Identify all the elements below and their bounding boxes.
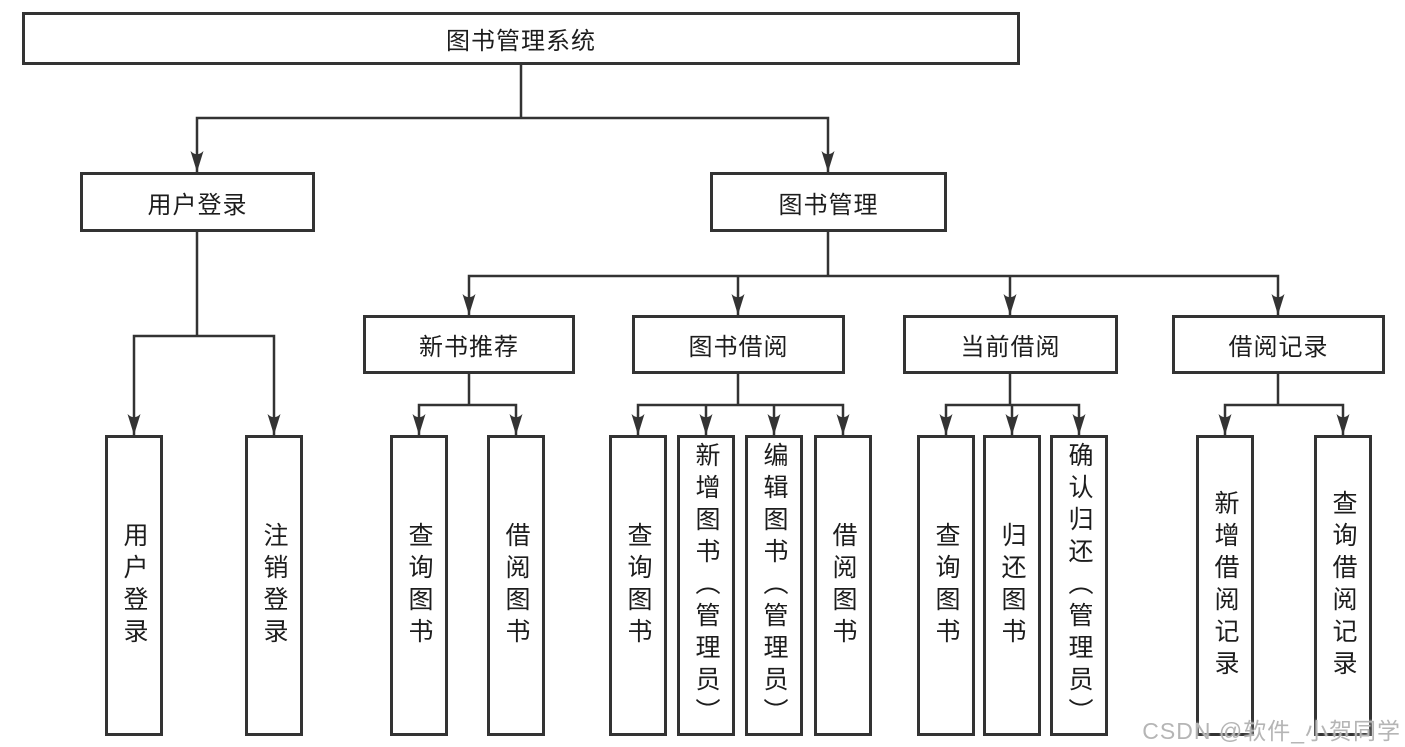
leaf-confirm-return-admin: 确认归还（管理员） [1050,435,1108,736]
leaf-borrow-books-recommend: 借阅图书 [487,435,545,736]
node-book-management: 图书管理 [710,172,947,232]
leaf-return-books: 归还图书 [983,435,1041,736]
node-borrowing-records: 借阅记录 [1172,315,1385,374]
node-user-login: 用户登录 [80,172,315,232]
node-new-book-recommend: 新书推荐 [363,315,575,374]
leaf-edit-books-admin: 编辑图书（管理员） [745,435,803,736]
leaf-query-books-current: 查询图书 [917,435,975,736]
node-library-system: 图书管理系统 [22,12,1020,65]
leaf-logout: 注销登录 [245,435,303,736]
leaf-add-books-admin: 新增图书（管理员） [677,435,735,736]
leaf-user-login: 用户登录 [105,435,163,736]
leaf-query-borrow-record: 查询借阅记录 [1314,435,1372,736]
node-current-borrowing: 当前借阅 [903,315,1118,374]
leaf-query-books-recommend: 查询图书 [390,435,448,736]
watermark: CSDN @软件_小贺同学 [1142,718,1401,744]
leaf-borrow-books: 借阅图书 [814,435,872,736]
leaf-add-borrow-record: 新增借阅记录 [1196,435,1254,736]
leaf-query-books-borrowing: 查询图书 [609,435,667,736]
node-book-borrowing: 图书借阅 [632,315,845,374]
